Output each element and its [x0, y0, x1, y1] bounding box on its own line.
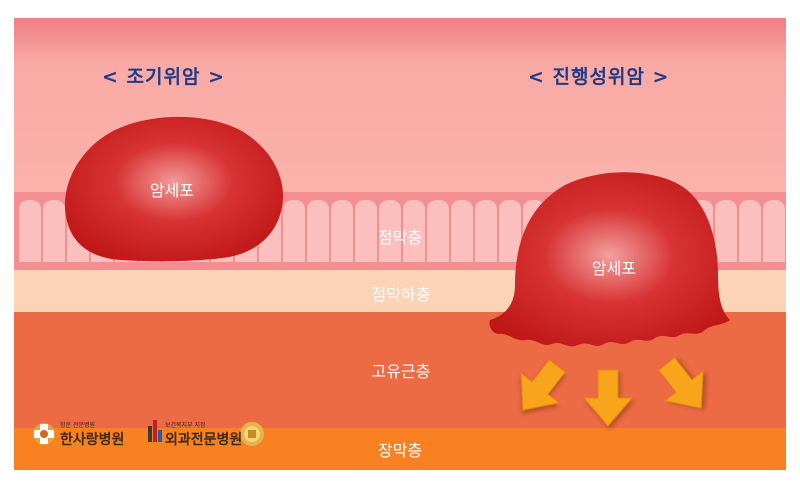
hospital-logo: 항문 전문병원 한사랑병원: [60, 420, 124, 449]
villus: [403, 200, 425, 262]
muscularis-label: 고유근층: [371, 362, 431, 381]
villus: [451, 200, 473, 262]
early-cancer-title: < 조기위암 >: [102, 66, 225, 88]
villus: [427, 200, 449, 262]
invasion-arrow: [658, 357, 704, 409]
invasion-arrow: [520, 359, 566, 411]
early-tumor: [65, 116, 284, 262]
villus: [307, 200, 329, 262]
hospital-logo-sub: 항문 전문병원: [60, 422, 96, 429]
villus: [283, 200, 305, 262]
villus: [43, 200, 65, 262]
villus: [763, 200, 785, 262]
hospital-logo-icon: [33, 423, 55, 445]
villus: [331, 200, 353, 262]
ministry-logo-icon: [148, 420, 162, 442]
serosa-label: 장막층: [377, 441, 423, 460]
villus: [355, 200, 377, 262]
villus: [475, 200, 497, 262]
specialty-logo-sub: 보건복지부 지정: [165, 422, 206, 429]
invasion-arrows-group: [520, 357, 704, 427]
advanced-tumor-label: 암세포: [591, 259, 637, 278]
hospital-logo-name: 한사랑병원: [60, 432, 125, 448]
early-tumor-label: 암세포: [149, 181, 195, 200]
advanced-cancer-title: < 진행성위암 >: [528, 66, 670, 88]
villus: [715, 200, 737, 262]
mucosa-label: 점막층: [377, 228, 423, 247]
specialty-logo-name: 외과전문병원: [165, 432, 243, 448]
villus: [379, 200, 401, 262]
submucosa-label: 점막하층: [371, 285, 431, 304]
serosa-layer: [14, 428, 786, 470]
villus: [499, 200, 521, 262]
villus: [19, 200, 41, 262]
advanced-tumor: [489, 172, 730, 347]
villus: [739, 200, 761, 262]
invasion-arrow: [582, 369, 634, 427]
specialty-logo: 보건복지부 지정 외과전문병원: [165, 420, 242, 449]
certification-seal-icon: [240, 422, 264, 446]
